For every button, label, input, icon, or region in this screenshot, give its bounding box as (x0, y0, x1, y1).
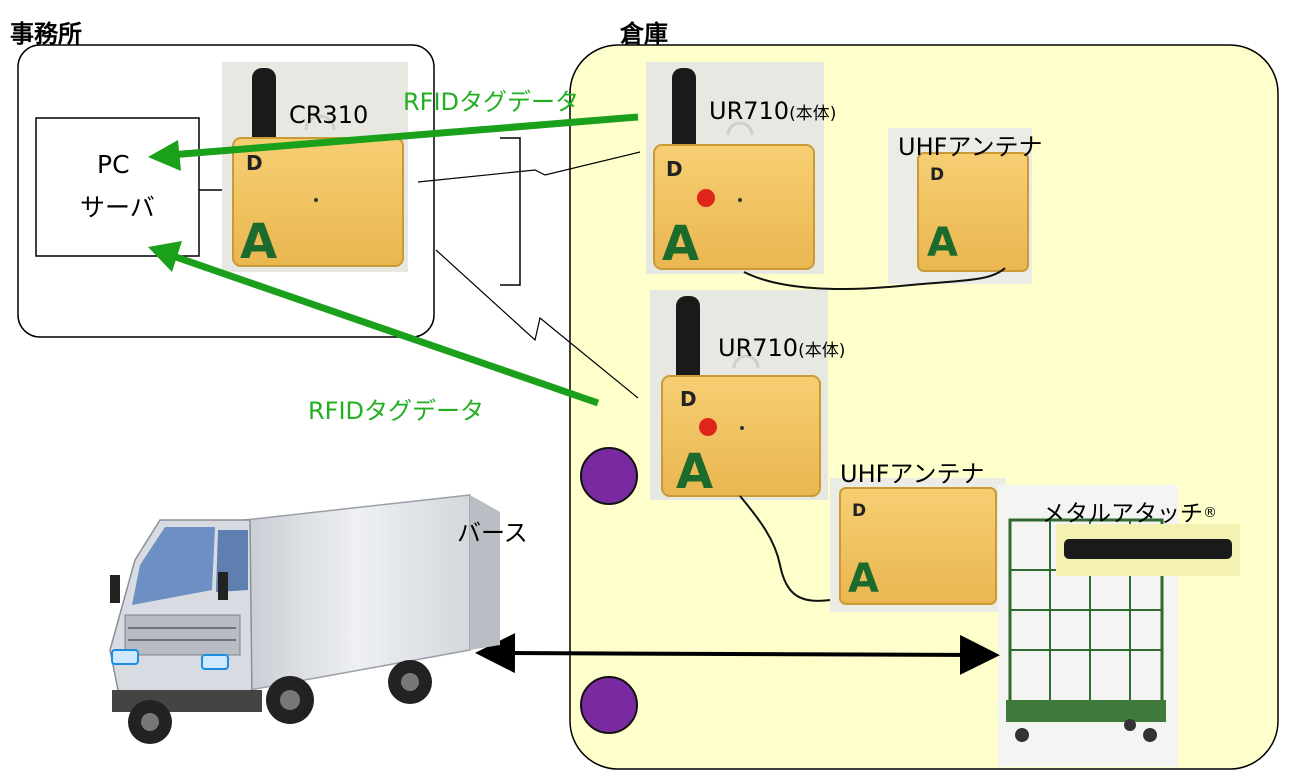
truck-illustration (109, 494, 500, 744)
svg-text:D: D (852, 501, 866, 521)
svg-text:A: A (927, 220, 958, 266)
wireless-link-2 (435, 249, 639, 399)
metal-attach-text: メタルアタッチ (1042, 501, 1203, 527)
pc-server-box (35, 117, 200, 257)
reader-bracket (500, 137, 521, 286)
uhf-antenna-1: D A (888, 128, 1032, 284)
ur710-device-2: D A (650, 290, 828, 500)
ur710-device-1: D A (646, 62, 824, 274)
antenna-cable-2 (739, 495, 831, 602)
warehouse-title: 倉庫 (620, 20, 668, 48)
ur710-model-1: UR710 (709, 97, 790, 125)
dock-label: バース (457, 519, 528, 547)
svg-text:D: D (680, 387, 697, 411)
ur710-label-2: UR710(本体) (718, 334, 845, 362)
metal-attach-label: メタルアタッチ® (1042, 494, 1217, 528)
antenna-label-1: UHFアンテナ (898, 133, 1043, 161)
svg-text:A: A (848, 556, 879, 602)
cr310-label: CR310 (289, 101, 369, 129)
ur710-suffix-1: (本体) (789, 104, 837, 124)
server-label: サーバ (80, 193, 155, 222)
ur710-suffix-2: (本体) (798, 341, 846, 361)
ur710-model-2: UR710 (718, 334, 799, 362)
svg-text:A: A (662, 216, 699, 272)
tag-data-arrow-bottom (148, 241, 600, 407)
tag-data-arrow-top (148, 113, 639, 171)
registered-mark: ® (1203, 505, 1217, 521)
location-marker-1 (580, 447, 638, 505)
location-marker-2 (580, 676, 638, 734)
svg-text:A: A (676, 444, 713, 500)
dock-double-arrow (475, 633, 1000, 675)
metal-attach-tag (1056, 524, 1240, 576)
antenna-label-2: UHFアンテナ (840, 460, 985, 488)
office-title: 事務所 (10, 20, 82, 48)
svg-text:D: D (666, 157, 683, 181)
cr310-device: D A (222, 62, 408, 272)
svg-text:D: D (246, 151, 263, 175)
uhf-antenna-2: D A (830, 478, 1006, 612)
svg-text:A: A (240, 214, 277, 270)
tag-data-label-bottom: RFIDタグデータ (308, 397, 485, 425)
wireless-link-1 (417, 151, 641, 183)
tag-data-label-top: RFIDタグデータ (403, 88, 580, 116)
antenna-cable-1 (743, 267, 1006, 291)
ur710-label-1: UR710(本体) (709, 97, 836, 125)
svg-text:D: D (930, 165, 944, 185)
pc-label: PC (97, 150, 130, 179)
